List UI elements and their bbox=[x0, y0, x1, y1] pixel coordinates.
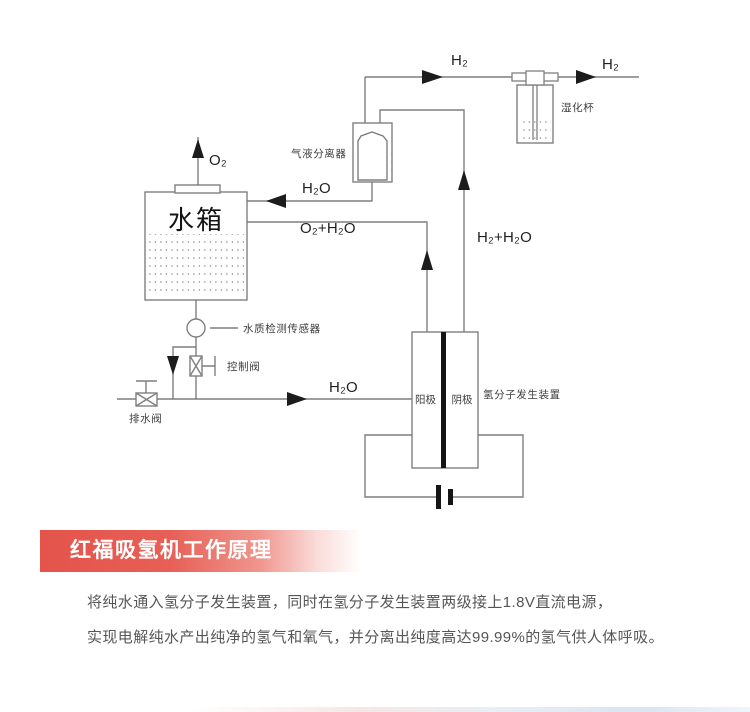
electric-parts bbox=[436, 332, 453, 509]
control-valve-handle bbox=[202, 356, 216, 376]
section-banner: 红福吸氢机工作原理 bbox=[40, 530, 362, 572]
humidifier-water-fill bbox=[519, 117, 551, 141]
membrane-bar bbox=[441, 332, 446, 468]
h2-mid-label: H₂ bbox=[451, 52, 469, 69]
humidifier-cup-label: 湿化杯 bbox=[561, 102, 595, 114]
cathode-label: 阴极 bbox=[451, 394, 473, 406]
oxygen-label: O₂ bbox=[209, 152, 227, 169]
flow-arrows bbox=[167, 70, 596, 406]
bypass-down-arrow bbox=[167, 356, 179, 375]
humidifier-tube bbox=[532, 85, 538, 140]
hydrogen-generator-label: 氢分子发生装置 bbox=[483, 389, 561, 401]
pipe-lines bbox=[117, 76, 639, 498]
drain-valve-label: 排水阀 bbox=[129, 413, 163, 425]
section-title: 红福吸氢机工作原理 bbox=[70, 539, 273, 562]
battery-long-plate bbox=[436, 485, 441, 509]
h2-h2o-up-arrow bbox=[458, 170, 470, 190]
water-tank-cap bbox=[174, 184, 221, 194]
control-valve-label: 控制阀 bbox=[227, 361, 261, 373]
h2o-feed-label: H₂O bbox=[329, 379, 358, 396]
h2-output-pipe bbox=[364, 76, 639, 123]
schematic-diagram bbox=[117, 70, 639, 509]
h2-out-right-arrow bbox=[576, 70, 596, 84]
o2-h2o-up-arrow bbox=[421, 250, 433, 270]
h2o-return-label: H₂O bbox=[302, 180, 331, 197]
water-quality-sensor-shape bbox=[186, 318, 206, 338]
h2-out-label: H₂ bbox=[602, 56, 620, 73]
drain-valve-handle bbox=[136, 380, 157, 393]
oxygen-up-arrow bbox=[192, 139, 204, 158]
drain-valve-cross bbox=[135, 392, 158, 407]
battery-wire-left bbox=[364, 434, 436, 498]
description-line-2: 实现电解纯水产出纯净的氢气和氧气，并分离出纯度高达99.99%的氢气供人体呼吸。 bbox=[87, 629, 664, 646]
h2o-return-pipe bbox=[247, 182, 373, 202]
o2-h2o-label: O₂+H₂O bbox=[300, 220, 356, 237]
separator-inner-vessel bbox=[357, 131, 388, 181]
description-line-1: 将纯水通入氢分子发生装置，同时在氢分子发生装置两级接上1.8V直流电源， bbox=[87, 594, 613, 611]
battery-wire-right bbox=[452, 434, 524, 498]
valves-and-sensor bbox=[135, 318, 216, 407]
h2-h2o-label: H₂+H₂O bbox=[477, 229, 532, 246]
h2-mid-right-arrow bbox=[422, 70, 443, 84]
separator-water-left bbox=[354, 150, 358, 180]
bypass-pipe bbox=[172, 346, 196, 399]
h2-h2o-pipe bbox=[379, 109, 465, 332]
h2o-feed-right-arrow bbox=[287, 392, 307, 406]
tank-water-fill bbox=[148, 234, 244, 296]
o2-h2o-pipe bbox=[247, 221, 428, 332]
fitting-body bbox=[525, 70, 545, 86]
bottom-divider bbox=[190, 707, 750, 712]
gas-liquid-separator-label: 气液分离器 bbox=[291, 148, 347, 160]
h2o-return-left-arrow bbox=[266, 194, 286, 208]
battery-short-plate bbox=[448, 489, 453, 505]
fitting-nipple-left bbox=[511, 72, 528, 82]
control-valve-cross bbox=[189, 355, 203, 377]
separator-water-right bbox=[387, 150, 392, 180]
water-fills bbox=[148, 117, 551, 296]
water-quality-sensor-label: 水质检测传感器 bbox=[243, 323, 321, 335]
humidifier-fitting bbox=[511, 70, 559, 140]
anode-label: 阳极 bbox=[415, 394, 436, 406]
water-tank-label: 水箱 bbox=[167, 205, 224, 235]
fitting-nipple-right bbox=[542, 72, 559, 82]
